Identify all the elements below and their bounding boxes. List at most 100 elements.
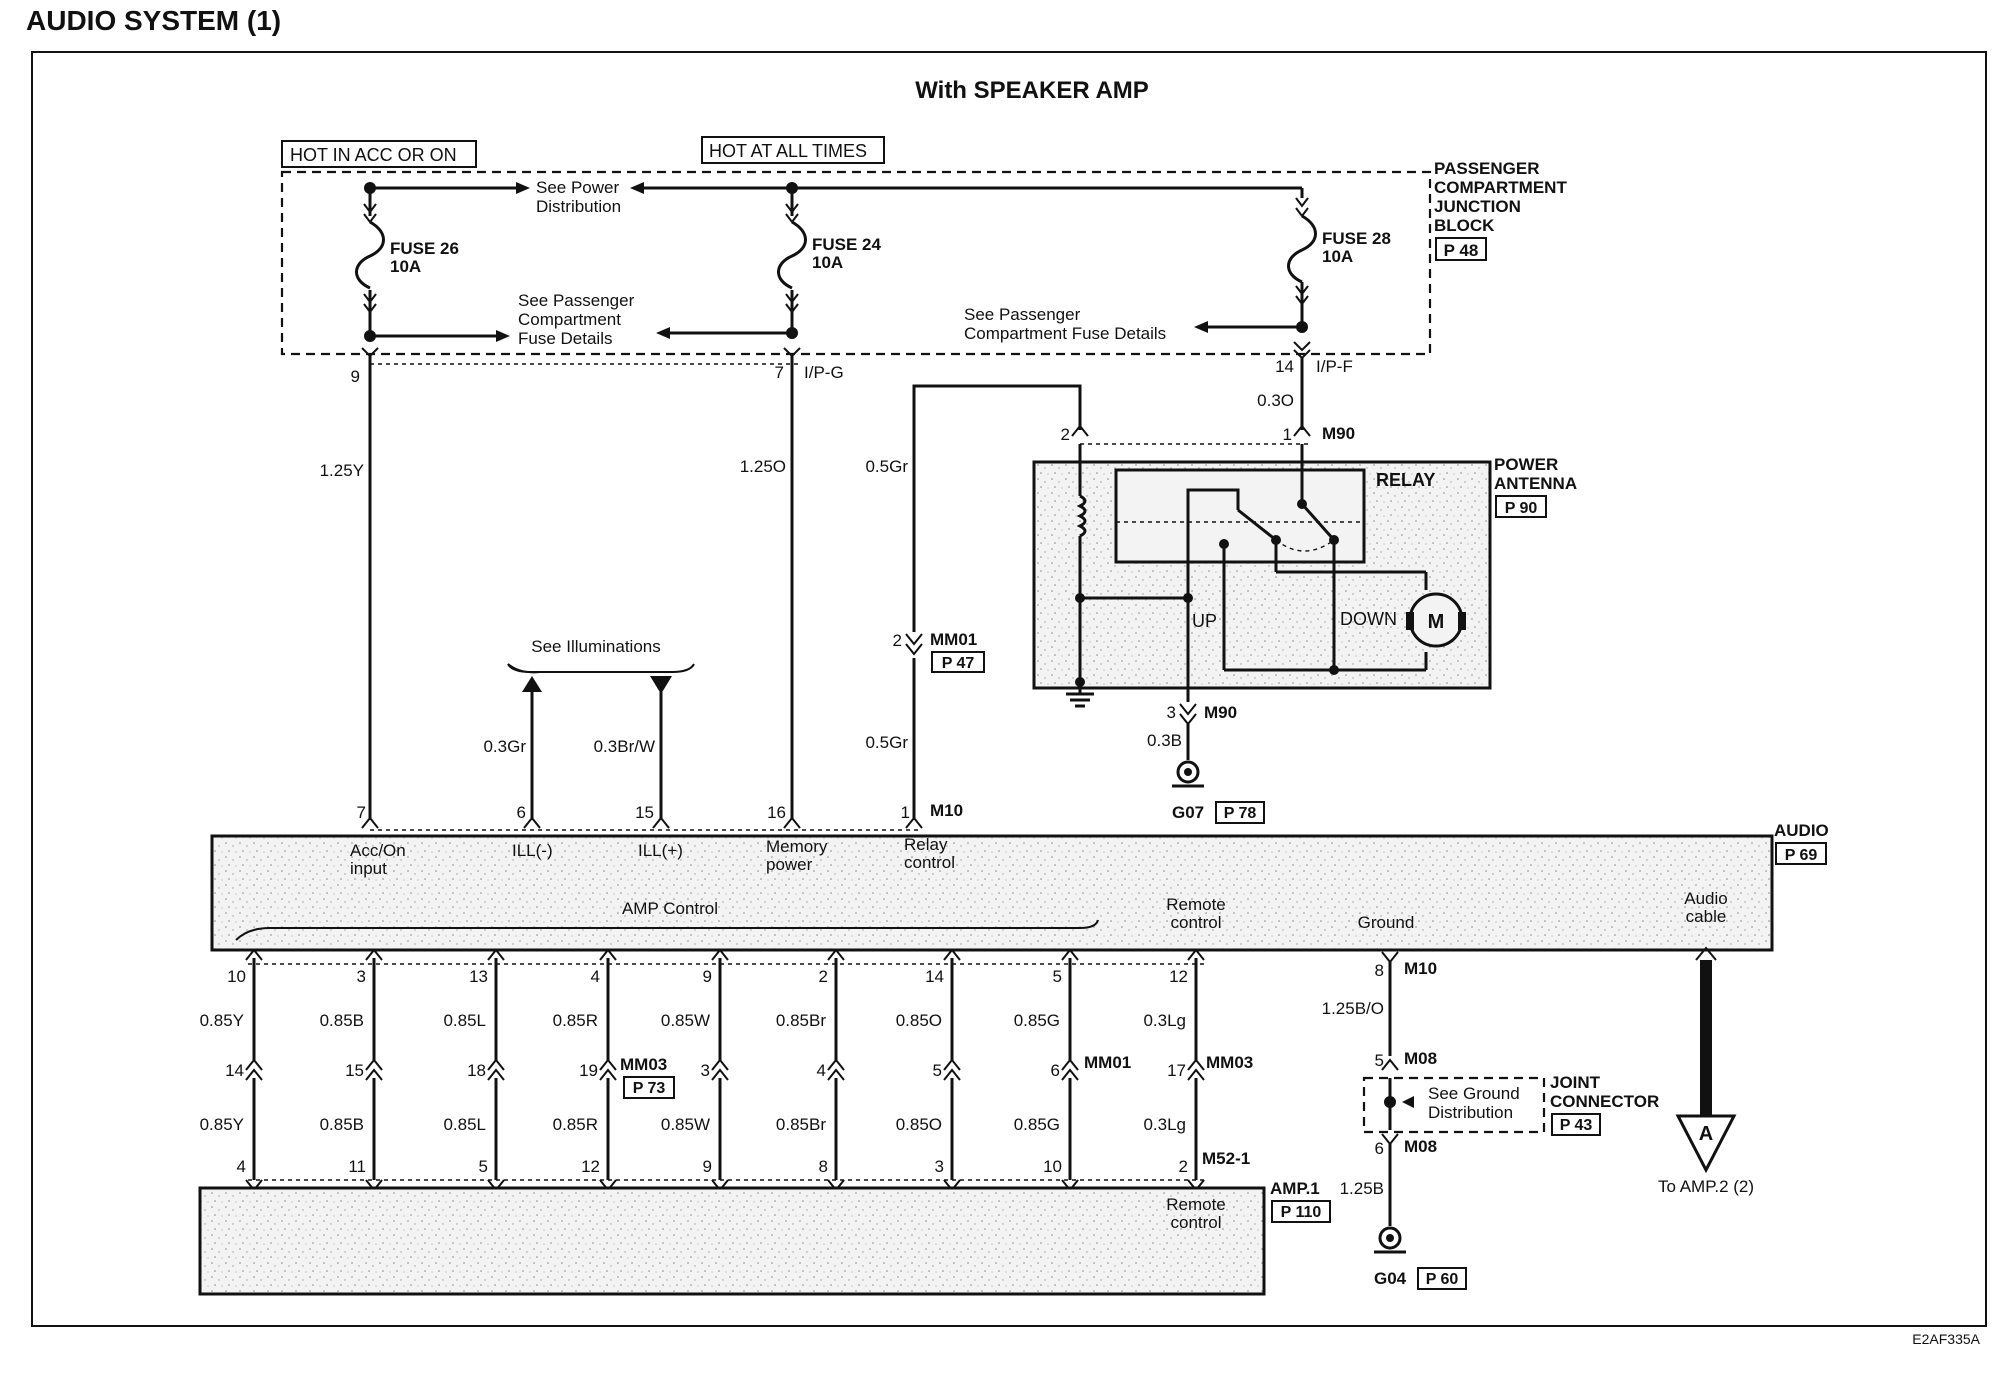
amp-wire-top-pin: 10 [227, 967, 246, 986]
audio-ref: P 69 [1785, 847, 1818, 864]
amp-name: AMP.1 [1270, 1179, 1320, 1198]
label-ground: Ground [1358, 913, 1415, 932]
amp-wire-connector-labels: MM03 P 73 MM01 MM03 M52-1 [620, 1053, 1253, 1168]
antenna-name-line-1: POWER [1494, 455, 1558, 474]
amp-wire-mid-pin: 14 [225, 1061, 244, 1080]
antenna-name-line-2: ANTENNA [1494, 474, 1577, 493]
hot-all-label: HOT AT ALL TIMES [709, 141, 867, 161]
amp-wire-color-lower: 0.85B [320, 1115, 364, 1134]
down-label: DOWN [1340, 609, 1397, 629]
label-ill-minus: ILL(-) [512, 841, 553, 860]
mm01-label: MM01 [930, 630, 977, 649]
label-audio-cable-line-2: cable [1686, 907, 1727, 926]
relay-coil-icon [1076, 494, 1087, 538]
amp-wire-mid-pin: 4 [817, 1061, 826, 1080]
amp-wire-mid-pin: 17 [1167, 1061, 1186, 1080]
hot-all-box [701, 136, 885, 164]
joint-name-line-2: CONNECTOR [1550, 1092, 1659, 1111]
label-remote-line-2: control [1170, 913, 1221, 932]
junction-name-line-2: COMPARTMENT [1434, 178, 1567, 197]
amp-wire-mid-pin: 3 [701, 1061, 710, 1080]
conn-ipf: I/P-F [1316, 357, 1353, 376]
ground-conn-m08-top: M08 [1404, 1049, 1437, 1068]
relay-label: RELAY [1376, 470, 1435, 490]
amp-wire-color-upper: 0.85W [661, 1011, 710, 1030]
antenna-conn-m90: M90 [1322, 424, 1355, 443]
fuse-28: FUSE 28 10A [1287, 197, 1391, 333]
joint-connector-box [1362, 1076, 1546, 1134]
audio-box [210, 834, 1774, 952]
amp-wire-top-pin: 4 [591, 967, 600, 986]
ground-conn-m10: M10 [1404, 959, 1437, 978]
amp-wire-color-lower: 0.85O [896, 1115, 942, 1134]
audio-name: AUDIO [1774, 821, 1829, 840]
amp-ref: P 110 [1281, 1204, 1322, 1221]
g07-ref: P 78 [1224, 805, 1257, 822]
up-label: UP [1192, 611, 1217, 631]
fuse-24-rating: 10A [812, 253, 843, 272]
fuse-24: FUSE 24 10A [777, 182, 882, 339]
amp-wire-bottom-pin: 12 [581, 1157, 600, 1176]
motor-label: M [1428, 611, 1445, 633]
amp-wire-color-lower: 0.85G [1014, 1115, 1060, 1134]
see-power-line-1: See Power [536, 178, 619, 197]
amp-wire-color-lower: 0.85Y [200, 1115, 244, 1134]
junction-ref: P 48 [1444, 241, 1479, 260]
wire-label-0-3b: 0.3B [1147, 731, 1182, 750]
antenna-conn-m90-bottom: M90 [1204, 703, 1237, 722]
junction-name-line-1: PASSENGER [1434, 159, 1540, 178]
amp-wire-mid-pin: 5 [933, 1061, 942, 1080]
relay-box [1114, 468, 1366, 564]
see-pass-right-line-1: See Passenger [964, 305, 1081, 324]
amp-wire-mid-pin: 6 [1051, 1061, 1060, 1080]
amp-wire-bottom-pin: 5 [479, 1157, 488, 1176]
amp-remote-line-2: control [1170, 1213, 1221, 1232]
amp-wire-mid-pin: 19 [579, 1061, 598, 1080]
amp-wire-bottom-pin: 4 [237, 1157, 246, 1176]
wire-label-0-3gr: 0.3Gr [483, 737, 526, 756]
amp-wire-top-pin: 12 [1169, 967, 1188, 986]
pin-9: 9 [351, 367, 360, 386]
ground-pin-5: 5 [1375, 1051, 1384, 1070]
label-acc-line-1: Acc/On [350, 841, 406, 860]
wire-label-0-3brw: 0.3Br/W [594, 737, 655, 756]
see-pass-left-line-3: Fuse Details [518, 329, 612, 348]
joint-ref: P 43 [1560, 1117, 1593, 1134]
mm03-label: MM03 [620, 1055, 667, 1074]
amp-wire-color-upper: 0.85Br [776, 1011, 826, 1030]
label-relay-line-2: control [904, 853, 955, 872]
ground-conn-m08-bottom: M08 [1404, 1137, 1437, 1156]
conn-ipg: I/P-G [804, 363, 844, 382]
junction-block: HOT IN ACC OR ON HOT AT ALL TIMES PASSEN… [280, 136, 1567, 386]
amp-wire-top-pin: 14 [925, 967, 944, 986]
fuse-26-rating: 10A [390, 257, 421, 276]
pin-7-ipg: 7 [775, 363, 784, 382]
antenna-pin-3: 3 [1167, 703, 1176, 722]
amp-control-wires: 100.85Y140.85Y430.85B150.85B11130.85L180… [200, 948, 1205, 1192]
label-memory-line-2: power [766, 855, 813, 874]
amp-remote-line-1: Remote [1166, 1195, 1226, 1214]
audio-pin-6: 6 [517, 803, 526, 822]
mm03-ref: P 73 [633, 1080, 666, 1097]
mm01-ref: P 47 [942, 655, 975, 672]
ground-pin-6: 6 [1375, 1139, 1384, 1158]
label-relay-line-1: Relay [904, 835, 948, 854]
mm01-pin-2: 2 [893, 631, 902, 650]
junction-block-outline [280, 170, 1432, 356]
amp-unit: AMP.1 P 110 Remote control [198, 1179, 1331, 1296]
wire-label-1-25bo: 1.25B/O [1322, 999, 1384, 1018]
see-ground-line-2: Distribution [1428, 1103, 1513, 1122]
see-pass-right-line-2: Compartment Fuse Details [964, 324, 1166, 343]
antenna-pin-2: 2 [1061, 425, 1070, 444]
amp-wire-top-pin: 9 [703, 967, 712, 986]
mm03-label-lower: MM03 [1206, 1053, 1253, 1072]
see-power-line-2: Distribution [536, 197, 621, 216]
joint-name-line-1: JOINT [1550, 1073, 1601, 1092]
audio-cable-path: A To AMP.2 (2) [1658, 946, 1754, 1196]
pin-14-ipf: 14 [1275, 357, 1294, 376]
amp-wire-color-upper: 0.85R [553, 1011, 598, 1030]
ill-minus-arrow-up-icon [522, 676, 542, 692]
wire-label-1-25b: 1.25B [1340, 1179, 1384, 1198]
amp-wire-bottom-pin: 3 [935, 1157, 944, 1176]
amp-wire-top-pin: 13 [469, 967, 488, 986]
